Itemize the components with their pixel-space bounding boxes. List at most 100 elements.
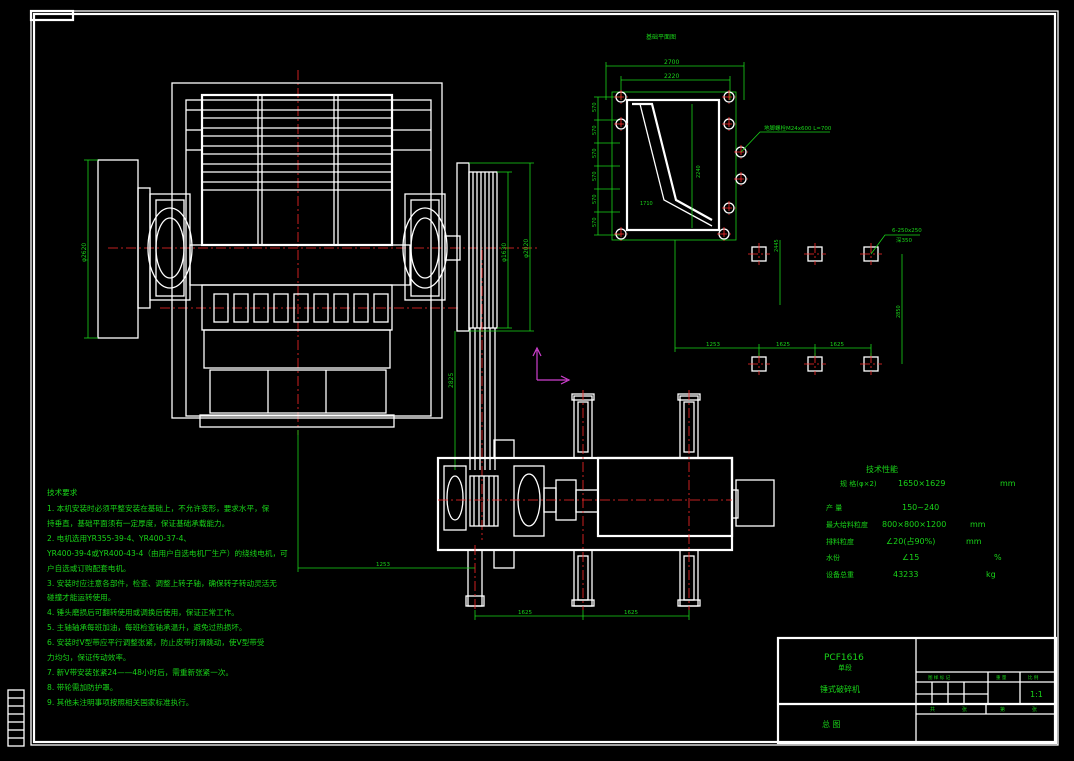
header-scale: 比 例 — [1028, 674, 1039, 681]
dim-plan-h2: 1625 — [776, 342, 790, 348]
spec-row-2-value: 150~240 — [902, 503, 939, 512]
dim-plan-v2: 2850 — [896, 305, 902, 318]
dim-plan-row-4: 570 — [592, 171, 598, 181]
dim-plan-v1: 2445 — [774, 239, 780, 252]
spec-title: 技术性能 — [866, 464, 898, 474]
inner-border — [32, 12, 1057, 744]
spec-row-4-unit: mm — [966, 537, 982, 546]
motor-body — [596, 456, 734, 538]
dim-plan-right-height: 2240 — [696, 165, 702, 178]
spec-table: 技术性能 规 格(φ×2) 1650×1629 mm 产 量 150~240 最… — [826, 464, 1016, 579]
note-line: 碰撞才能运转使用。 — [47, 593, 116, 603]
spec-row-3-label: 最大给料粒度 — [826, 520, 868, 529]
spec-row-3-value: 800×800×1200 — [882, 520, 946, 529]
outer-border — [30, 10, 1059, 746]
dim-bottom-span-2: 1625 — [624, 610, 638, 616]
spec-row-2-label: 产 量 — [826, 503, 842, 512]
elevation-dimensions: φ2620 φ1630 φ2020 2825 — [81, 159, 534, 470]
model-subtitle: 单段 — [838, 663, 852, 672]
foundation-outer — [611, 91, 737, 241]
housing-outline — [171, 82, 443, 419]
belt-pulley-flange — [456, 162, 470, 332]
motor-pockets — [748, 243, 882, 375]
belt-pulley — [468, 171, 498, 329]
pocket-note: 6-250x250 — [892, 228, 922, 234]
note-line: 4. 锤头磨损后可翻转使用或调换后使用，保证正常工作。 — [47, 608, 239, 618]
note-line: 7. 新V带安装张紧24——48小时后，需重新张紧一次。 — [47, 667, 234, 677]
spec-row-5-value: ∠15 — [902, 553, 919, 562]
dim-plan-row-6: 570 — [592, 217, 598, 227]
dim-elev-pulley-1: φ1630 — [501, 243, 508, 262]
note-line: 1. 本机安装时必须平整安装在基础上，不允许变形，要求水平，保 — [47, 504, 270, 513]
sheet-total-label: 共 — [930, 706, 935, 713]
dim-plan-inner-slope: 1710 — [640, 201, 653, 207]
drawing-type: 总 图 — [822, 719, 841, 729]
dim-plan-h3: 1625 — [830, 342, 844, 348]
bolt-holes — [614, 90, 748, 241]
spec-row-4-value: ∠20(占90%) — [886, 536, 935, 546]
dim-belt-center: 2825 — [448, 373, 455, 388]
spec-row-6-label: 设备总重 — [826, 570, 854, 579]
sheet-no-unit: 张 — [1032, 706, 1037, 713]
model-number: PCF1616 — [824, 653, 864, 663]
left-bearing-housing — [149, 193, 191, 301]
notes-body: 1. 本机安装时必须平整安装在基础上，不允许变形，要求水平，保 持垂直，基础平面… — [47, 502, 288, 711]
spec-row-5-unit: % — [994, 553, 1002, 562]
foundation-plan: 基础平面图 2700 2220 570 570 570 570 570 570 — [592, 33, 922, 375]
title-block: PCF1616 单段 锤式破碎机 总 图 图 样 标 记 重 量 比 例 1:1… — [776, 636, 1058, 745]
spec-row-1-value: 1650×1629 — [898, 479, 945, 488]
note-line: 户自选或订购配套电机。 — [47, 563, 131, 573]
foundation-pit — [625, 98, 721, 232]
note-line: 2. 电机选用YR355-39-4、YR400-37-4、 — [47, 533, 191, 543]
header-drawing-mark: 图 样 标 记 — [928, 674, 951, 681]
note-line: 8. 带轮需加防护罩。 — [47, 682, 118, 692]
motor-fan-cover — [735, 479, 775, 527]
v-belts — [469, 328, 496, 470]
dim-plan-row-2: 570 — [592, 125, 598, 135]
pocket-note-depth: 深350 — [896, 236, 912, 244]
ucs-icon — [532, 346, 571, 385]
dim-plan-top-inner: 2220 — [664, 73, 679, 80]
dim-bottom-offset: 1253 — [376, 562, 390, 568]
dim-plan-h1: 1253 — [706, 342, 720, 348]
note-line: 持垂直，基础平面须有一定厚度，保证基础承载能力。 — [47, 518, 230, 528]
bolt-note: 地脚螺栓M24x600 L=700 — [764, 124, 832, 132]
dim-plan-row-5: 570 — [592, 194, 598, 204]
corner-tag — [29, 9, 75, 22]
hammer-heads — [213, 293, 389, 323]
notes-title: 技术要求 — [47, 488, 78, 497]
note-line: 3. 安装时应注意各部件，检查、调整上转子轴，确保转子转动灵活无 — [47, 578, 277, 588]
sheet-no-label: 第 — [1000, 706, 1005, 713]
spec-row-4-label: 排料粒度 — [826, 537, 854, 546]
pit-slope — [632, 102, 713, 221]
note-line: 9. 其他未注明事项按照相关国家标准执行。 — [47, 697, 194, 707]
scale-value: 1:1 — [1030, 690, 1043, 699]
discharge-grate — [209, 369, 387, 414]
note-line: 6. 安装时V型带应平行调整张紧，防止皮带打滑跳动，使V型带受 — [47, 638, 265, 648]
motor-drive-assembly: 1253 1625 1625 — [297, 390, 775, 620]
spec-row-3-unit: mm — [970, 520, 986, 529]
dim-plan-top-outer: 2700 — [664, 59, 679, 66]
spec-row-1-unit: mm — [1000, 479, 1016, 488]
spec-row-6-unit: kg — [986, 570, 996, 579]
sheet-total-unit: 张 — [962, 706, 967, 713]
dim-elev-left: φ2620 — [81, 243, 88, 262]
dim-elev-pulley-2: φ2020 — [523, 239, 530, 258]
header-weight: 重 量 — [996, 674, 1007, 681]
left-flywheel — [97, 159, 139, 339]
spec-row-1-label: 规 格(φ×2) — [840, 479, 877, 488]
spec-row-6-value: 43233 — [893, 570, 918, 579]
left-strip — [7, 689, 25, 747]
spec-row-5-label: 水份 — [826, 553, 840, 562]
note-line: YR400-39-4或YR400-43-4（由用户自选电机厂生产）的绕线电机，可 — [47, 548, 288, 558]
note-line: 5. 主轴轴承每班加油，每班检查轴承温升，避免过热损坏。 — [47, 623, 247, 633]
hammer-rotor — [201, 284, 393, 331]
dim-bottom-span-1: 1625 — [518, 610, 532, 616]
note-line: 力均匀，保证传动效率。 — [47, 653, 131, 663]
dim-plan-row-3: 570 — [592, 148, 598, 158]
machine-name: 锤式破碎机 — [820, 684, 860, 694]
plan-title: 基础平面图 — [646, 33, 676, 41]
dim-plan-row-1: 570 — [592, 102, 598, 112]
